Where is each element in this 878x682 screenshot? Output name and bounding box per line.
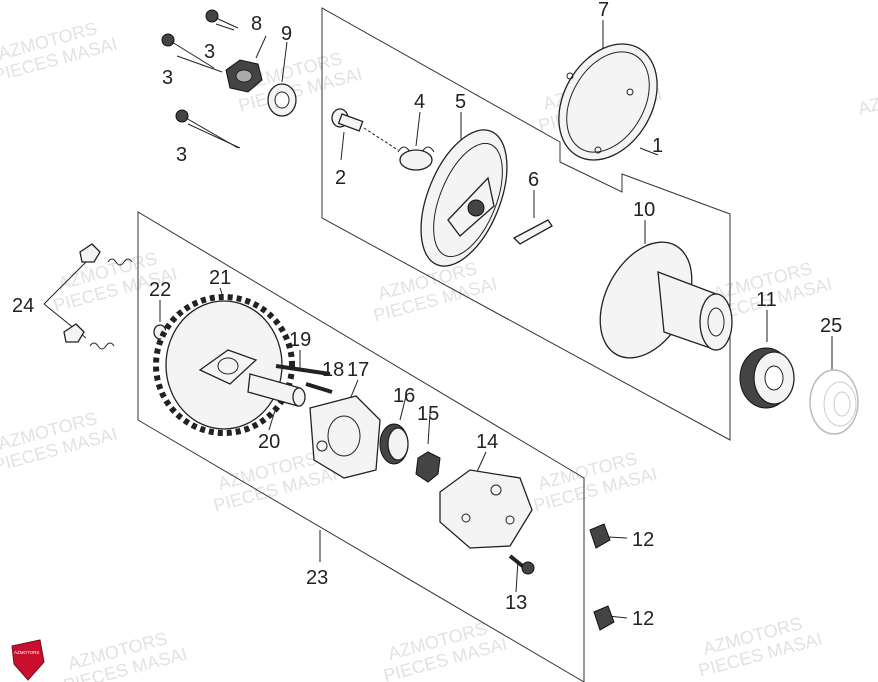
assembly-outline-upper [321, 7, 731, 441]
callout-5: 5 [455, 91, 466, 113]
callout-11: 11 [756, 289, 777, 311]
callout-13: 13 [505, 592, 527, 614]
callout-24: 24 [12, 295, 34, 317]
svg-text:AZMOTORS: AZMOTORS [856, 73, 878, 119]
callout-14: 14 [476, 431, 498, 453]
shaft-part-20 [247, 373, 306, 407]
callout-25: 25 [820, 315, 842, 337]
callout-7: 7 [598, 0, 609, 21]
callout-6: 6 [528, 169, 539, 191]
callout-10: 10 [633, 199, 655, 221]
callout-3: 3 [176, 144, 187, 166]
callout-8: 8 [251, 13, 262, 35]
clip-part-6 [512, 219, 553, 245]
watermark: AZMOTORS [856, 73, 878, 119]
callout-3: 3 [204, 41, 215, 63]
washer-part-9 [267, 83, 297, 117]
pin-part-19 [275, 364, 331, 376]
bolts-part-24 [63, 243, 133, 350]
callout-20: 20 [258, 431, 280, 453]
callout-16: 16 [393, 385, 415, 407]
logo-text: AZMOTORS [14, 650, 39, 655]
callout-3: 3 [162, 67, 173, 89]
azmotors-logo: AZMOTORS [11, 639, 45, 681]
starter-housing-part-5 [420, 129, 508, 267]
callout-19: 19 [289, 329, 311, 351]
callout-23: 23 [306, 567, 328, 589]
dowel-part-12 [589, 523, 615, 631]
gasket-part-7 [558, 43, 658, 161]
callout-9: 9 [281, 23, 292, 45]
callout-labels: 7 8 9 3 3 3 4 5 1 2 6 10 21 22 24 11 25 … [12, 0, 842, 630]
spring-part-4 [397, 146, 435, 171]
callout-12: 12 [632, 529, 654, 551]
nut-part-8 [225, 59, 263, 93]
flange-part-10 [599, 241, 733, 359]
callout-18: 18 [322, 359, 344, 381]
callout-1: 1 [652, 135, 663, 157]
pin-part-18 [305, 382, 333, 394]
callout-21: 21 [209, 267, 231, 289]
bearing-part-25 [809, 369, 859, 435]
gear-part-21 [153, 294, 295, 436]
callout-15: 15 [417, 403, 439, 425]
pin-part-2 [331, 108, 399, 151]
rotor-part-16 [379, 423, 409, 465]
callout-22: 22 [149, 279, 171, 301]
screw-part-13 [508, 554, 535, 575]
callout-4: 4 [414, 91, 425, 113]
bolt-part-3 [161, 9, 239, 149]
cover-plate-part-14 [439, 469, 533, 549]
pump-body-part-17 [309, 395, 381, 479]
callout-12: 12 [632, 608, 654, 630]
gear-part-11 [739, 347, 795, 409]
inner-rotor-part-15 [415, 451, 441, 483]
assembly-outline-lower [137, 211, 585, 682]
callout-2: 2 [335, 167, 346, 189]
callout-17: 17 [347, 359, 369, 381]
